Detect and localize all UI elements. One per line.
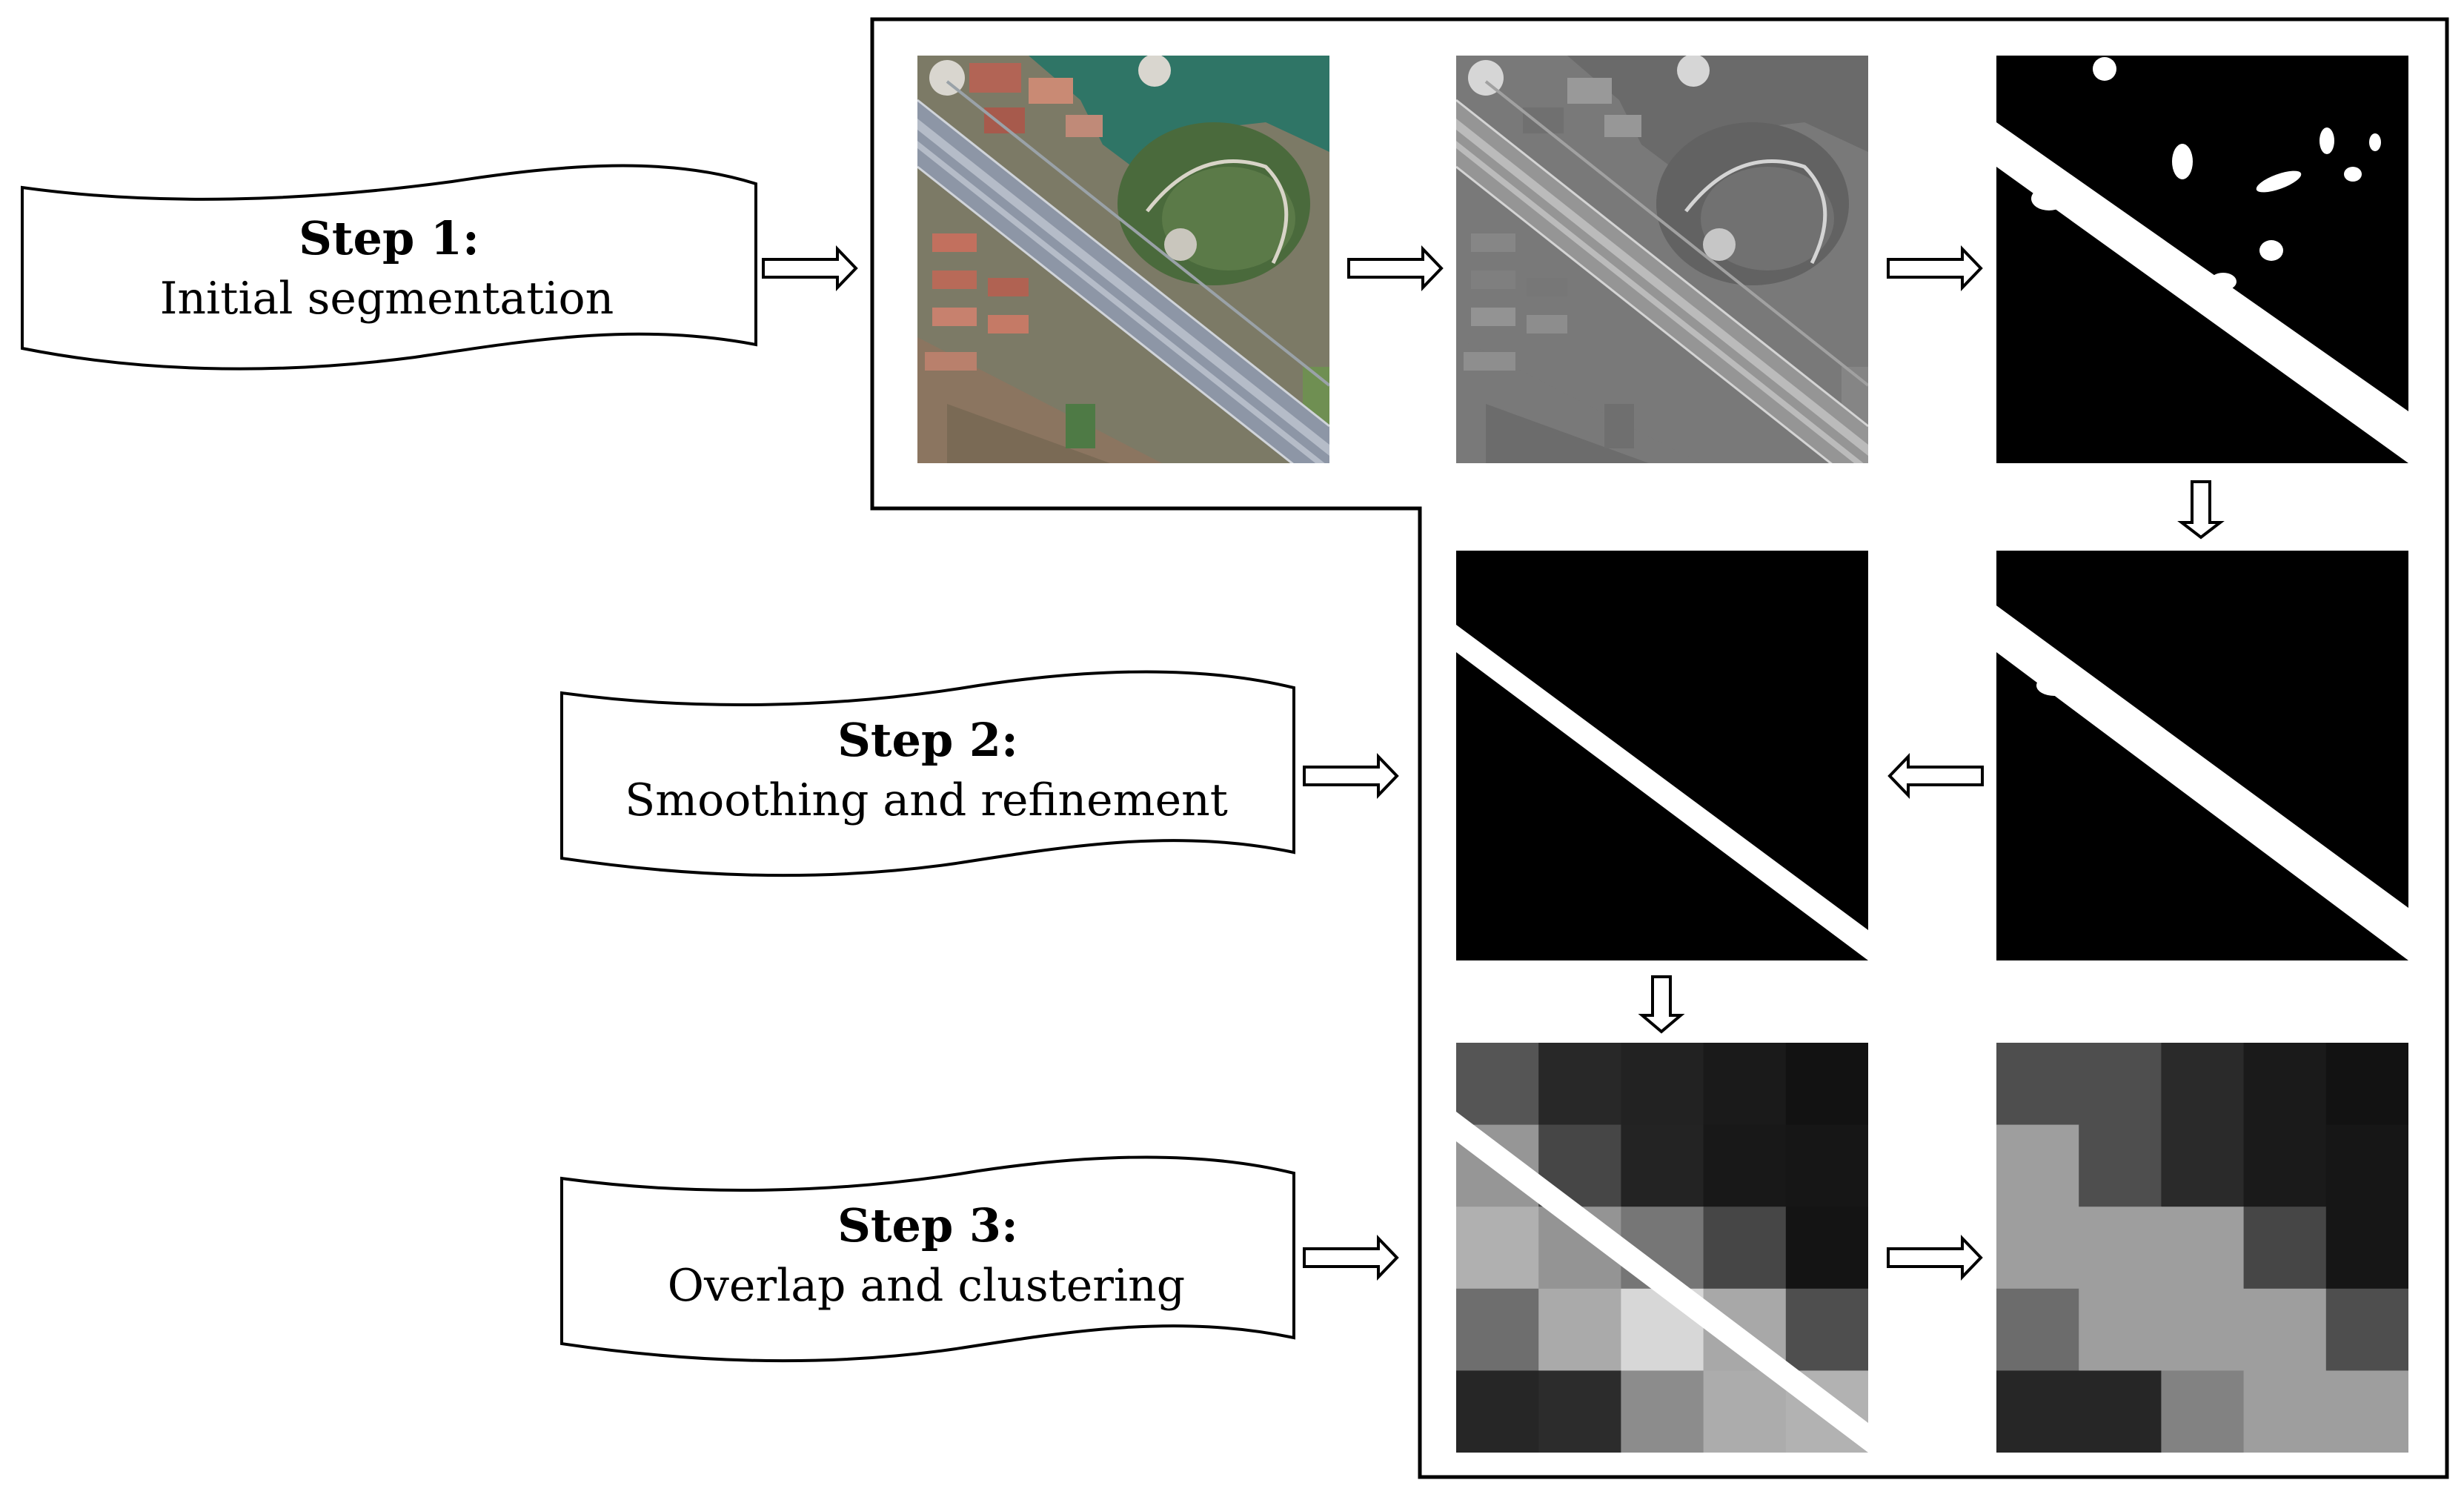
step-3-subtitle: Overlap and clustering [668, 1260, 1185, 1312]
grid-cell [1703, 1043, 1787, 1126]
grid-cell [1703, 1207, 1787, 1290]
step-2-banner: Step 2: Smoothing and refinement [560, 670, 1295, 877]
grid-cell [1621, 1370, 1704, 1453]
grid-cell [2079, 1370, 2162, 1453]
grid-cell [1621, 1124, 1704, 1207]
grid-cell [2079, 1288, 2162, 1371]
binary-cleaned-panel [1996, 551, 2408, 960]
grid-cell [1703, 1124, 1787, 1207]
step-1-banner: Step 1: Initial segmentation [21, 164, 757, 371]
grid-cell [1456, 1288, 1539, 1371]
grid-cell [1785, 1043, 1868, 1126]
grid-cell [1456, 1043, 1539, 1126]
step-2-banner-shape [560, 670, 1295, 877]
arrow-left-refine [1887, 753, 1984, 799]
grid-cell [1456, 1207, 1539, 1290]
grid-cell [2325, 1207, 2408, 1290]
grid-cell [1996, 1207, 2079, 1290]
grid-cell [1785, 1207, 1868, 1290]
grid-cell [2243, 1207, 2327, 1290]
step-2-title: Step 2: [837, 713, 1018, 767]
arrow-step3-to-panel [1303, 1235, 1399, 1281]
arrows [762, 245, 2225, 1281]
grid-cell [2161, 1288, 2245, 1371]
grid-cell [1785, 1288, 1868, 1371]
binary-smooth-panel [1456, 551, 1868, 960]
grid-cell [2161, 1043, 2245, 1126]
grid-cell [1621, 1043, 1704, 1126]
arrow-gray-to-binary [1887, 245, 1983, 291]
grid-cell [1996, 1288, 2079, 1371]
grid-cell [2243, 1124, 2327, 1207]
step-1-title: Step 1: [299, 211, 479, 265]
grid-cell [2079, 1043, 2162, 1126]
main-frame [870, 17, 2449, 1479]
satellite-rgb-panel [917, 54, 1329, 493]
step-2-subtitle: Smoothing and refinement [625, 774, 1228, 826]
arrow-down-smooth [1638, 975, 1685, 1034]
arrow-overlay-to-cluster [1887, 1235, 1983, 1281]
grid-cell [2325, 1288, 2408, 1371]
grid-cell [2079, 1124, 2162, 1207]
binary-initial-panel [1996, 56, 2408, 463]
grid-cell [2325, 1124, 2408, 1207]
grid-cell [1538, 1043, 1621, 1126]
arrow-rgb-to-gray [1347, 245, 1444, 291]
grid-cell [1703, 1370, 1787, 1453]
grid-cell [2243, 1288, 2327, 1371]
grid-cell [1538, 1370, 1621, 1453]
grid-cell [1996, 1043, 2079, 1126]
step-3-banner: Step 3: Overlap and clustering [560, 1155, 1295, 1363]
grid-cell [2243, 1370, 2327, 1453]
satellite-gray-panel [1456, 54, 1868, 493]
step-3-title: Step 3: [837, 1198, 1018, 1252]
grid-cell [1996, 1124, 2079, 1207]
grid-cell [1538, 1288, 1621, 1371]
grid-cell [2325, 1043, 2408, 1126]
grid-cell [2079, 1207, 2162, 1290]
step-1-banner-shape [21, 164, 757, 371]
clustered-panel [1996, 1043, 2408, 1453]
grid-cell [2161, 1370, 2245, 1453]
grid-cell [2161, 1124, 2245, 1207]
step-3-banner-shape [560, 1155, 1295, 1363]
arrow-step2-to-panel [1303, 753, 1399, 799]
step-1-subtitle: Initial segmentation [160, 273, 614, 325]
grid-cell [1785, 1124, 1868, 1207]
arrow-down-binary [2177, 480, 2225, 540]
grid-cell [1996, 1370, 2079, 1453]
arrow-step1-to-rgb [762, 245, 858, 291]
overlay-panel [1456, 1043, 1868, 1453]
grid-cell [2243, 1043, 2327, 1126]
grid-cell [2325, 1370, 2408, 1453]
grid-cell [1456, 1370, 1539, 1453]
grid-cell [2161, 1207, 2245, 1290]
